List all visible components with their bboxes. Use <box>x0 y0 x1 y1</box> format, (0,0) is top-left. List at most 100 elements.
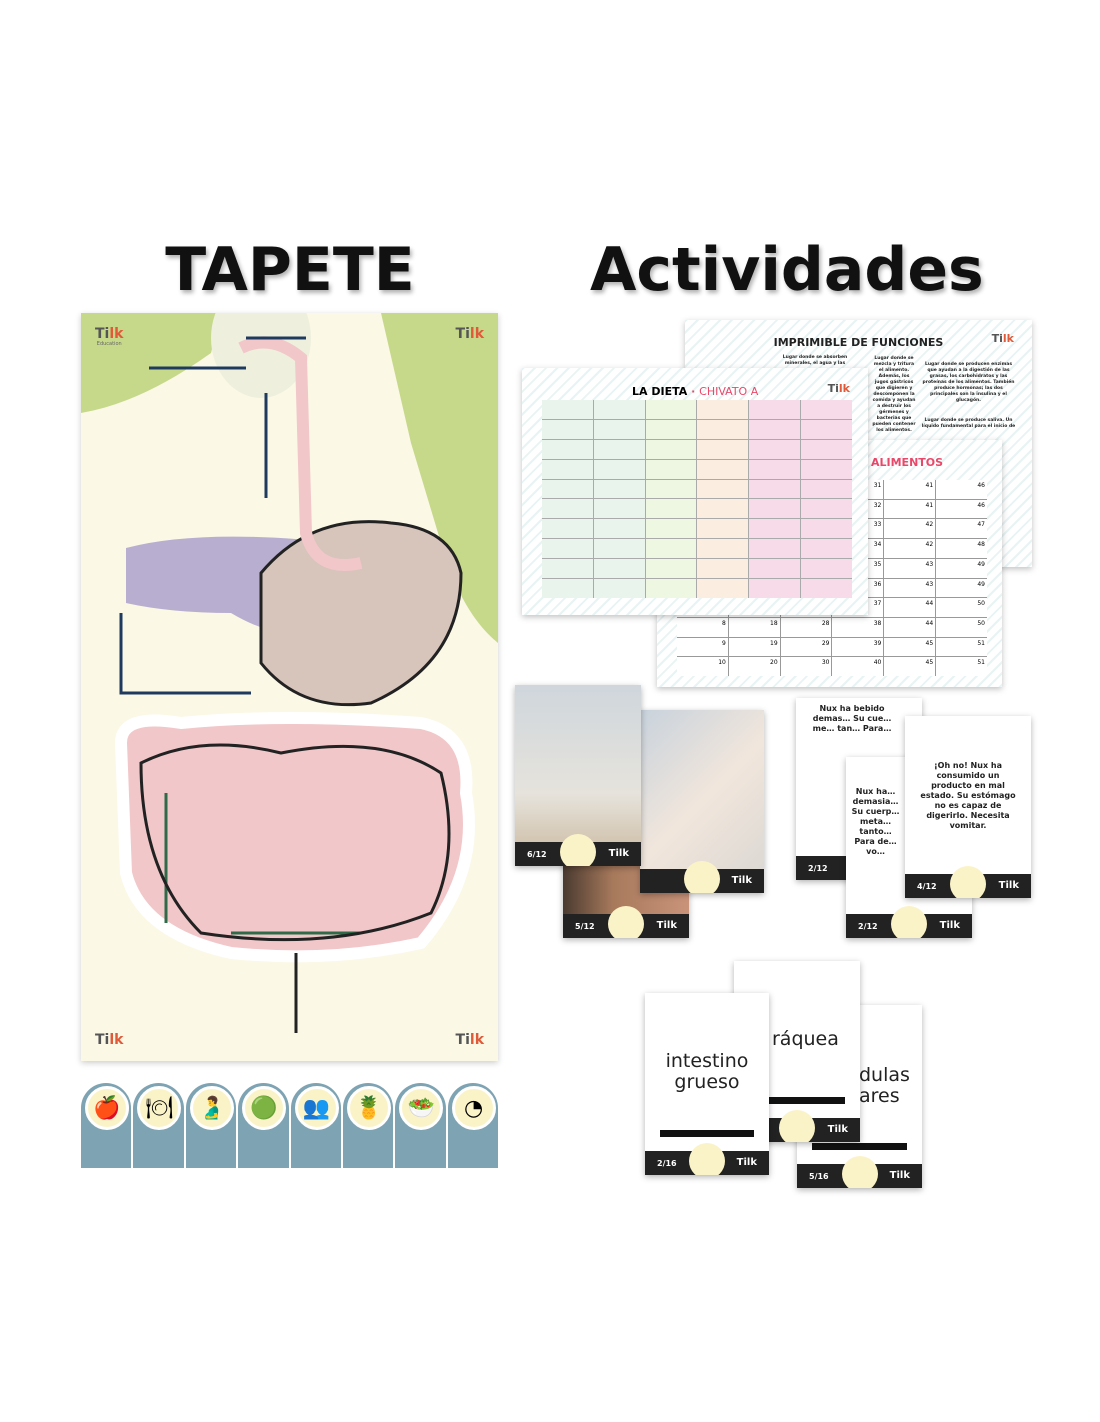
food-cell-number: 48 <box>936 539 987 558</box>
food-cell-number: 47 <box>936 519 987 539</box>
tab-fruits[interactable]: 🍍 <box>342 1083 394 1168</box>
food-cell <box>749 579 801 598</box>
food-cell <box>645 559 697 579</box>
food-cell <box>749 539 801 559</box>
food-cell <box>801 479 852 499</box>
plate-icon: 🍽 <box>137 1086 182 1130</box>
food-cell <box>749 559 801 579</box>
food-cell <box>542 419 593 439</box>
tab-people[interactable]: 👥 <box>290 1083 341 1168</box>
actividades-title: Actividades <box>590 235 984 305</box>
food-cell <box>645 539 697 559</box>
food-cell <box>593 539 645 559</box>
sheet-title: ALIMENTOS <box>871 456 944 469</box>
food-cell <box>749 479 801 499</box>
food-cell-number: 42 <box>884 539 936 558</box>
food-cell <box>593 479 645 499</box>
function-cell: Lugar donde se producen enzimas que ayud… <box>922 362 1015 403</box>
food-cell <box>542 519 593 539</box>
tab-apple[interactable]: 🍎 <box>81 1083 132 1168</box>
food-cell <box>542 439 593 459</box>
food-cell <box>801 519 852 539</box>
digestive-system-illustration <box>81 313 498 1033</box>
tilk-logo: Tilk <box>455 326 484 342</box>
tilk-logo: Tilk <box>939 920 960 931</box>
fruits-icon: 🍍 <box>346 1086 391 1130</box>
nux-character-icon: 🟢 <box>242 1086 287 1130</box>
stomach-icon: 🫃 <box>189 1086 234 1130</box>
food-cell-number: 46 <box>936 480 987 499</box>
tab-wheel[interactable]: ◔ <box>447 1083 498 1168</box>
food-cell <box>801 539 852 559</box>
card-text: ¡Oh no! Nux ha consumido un producto en … <box>920 761 1016 830</box>
card-page: 4/12 <box>917 882 937 891</box>
food-cell-number: 38 <box>832 617 884 637</box>
food-cell-number: 50 <box>936 617 987 637</box>
food-cell <box>697 459 749 479</box>
sheet-title: IMPRIMIBLE DE FUNCIONES <box>773 336 944 349</box>
food-cell <box>697 519 749 539</box>
tab-nux[interactable]: 🟢 <box>238 1083 289 1168</box>
food-cell <box>749 419 801 439</box>
tilk-logo: Tilk <box>736 1157 757 1168</box>
food-cell-number: 19 <box>728 637 780 657</box>
food-cell-number: 45 <box>884 657 936 676</box>
tilk-logo: Tilk <box>731 875 752 886</box>
tilk-logo: Tilk <box>991 332 1014 345</box>
food-icon: 🥗 <box>399 1086 444 1130</box>
food-cell <box>593 419 645 439</box>
food-cell <box>697 400 749 419</box>
separator: · <box>691 385 696 398</box>
food-cell <box>645 519 697 539</box>
card-page: 2/12 <box>808 864 828 873</box>
food-cell-number: 49 <box>936 558 987 578</box>
brand-sub: Education <box>96 341 122 347</box>
food-cell-number: 9 <box>677 637 728 657</box>
food-cell <box>749 400 801 419</box>
food-cell <box>542 479 593 499</box>
food-cell <box>593 519 645 539</box>
food-cell-number: 30 <box>780 657 832 676</box>
food-cell <box>801 400 852 419</box>
food-cell <box>542 459 593 479</box>
sheet-subtitle: CHIVATO A <box>699 385 759 398</box>
food-cell <box>645 439 697 459</box>
food-cell <box>542 579 593 598</box>
food-cell <box>593 499 645 519</box>
pie-wheel-icon: ◔ <box>451 1086 496 1130</box>
food-cell-number: 42 <box>884 519 936 539</box>
food-cell <box>697 479 749 499</box>
tab-stomach[interactable]: 🫃 <box>185 1083 237 1168</box>
food-cell <box>697 499 749 519</box>
photo-card[interactable]: Tilk <box>640 710 764 893</box>
food-cell-number: 45 <box>884 637 936 657</box>
tab-plate[interactable]: 🍽 <box>133 1083 184 1168</box>
food-cell <box>593 559 645 579</box>
card-text: Nux ha… demasia… Su cuerp… meta… tanto… … <box>851 787 900 856</box>
tab-food[interactable]: 🥗 <box>395 1083 446 1168</box>
food-cell-number: 8 <box>677 617 728 637</box>
food-cell <box>749 519 801 539</box>
food-cell <box>593 579 645 598</box>
card-page: 6/12 <box>527 850 547 859</box>
food-cell-number: 28 <box>780 617 832 637</box>
food-cell-number: 43 <box>884 558 936 578</box>
food-cell <box>697 439 749 459</box>
food-cell <box>801 419 852 439</box>
food-cell <box>801 499 852 519</box>
card-text: Nux ha bebido demas… Su cue… me… tan… Pa… <box>812 704 892 733</box>
food-cell <box>542 559 593 579</box>
food-cell-number: 41 <box>884 480 936 499</box>
situation-card[interactable]: ¡Oh no! Nux ha consumido un producto en … <box>905 716 1031 898</box>
food-cell <box>593 439 645 459</box>
food-cell-number: 51 <box>936 637 987 657</box>
tilk-logo: Tilk <box>455 1032 484 1048</box>
food-cell-number: 20 <box>728 657 780 676</box>
food-cell-number: 46 <box>936 499 987 519</box>
food-cell-number: 50 <box>936 598 987 617</box>
food-cell <box>645 400 697 419</box>
card-page: 5/16 <box>809 1172 829 1181</box>
